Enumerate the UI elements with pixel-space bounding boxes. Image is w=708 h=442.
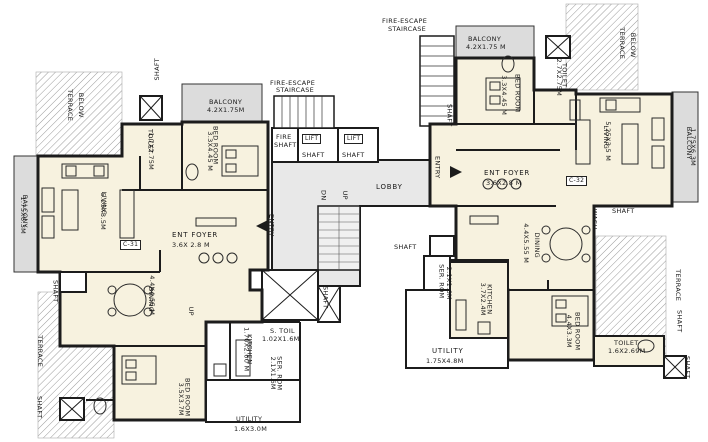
label-ser-room-2-dim: 2.1X1.6M (444, 266, 453, 300)
label-c31: C-31 (120, 240, 142, 250)
label-ent-foyer-2-dim: 3.6X2.8 M (486, 179, 522, 187)
label-shaft-7: SHAFT (394, 243, 417, 251)
lift-shaft-1 (297, 127, 339, 163)
fire-escape-stair-left (273, 95, 335, 129)
label-lift-shaft-1b: SHAFT (302, 151, 325, 159)
label-shaft-2: SHAFT (51, 279, 60, 303)
label-dining-2: DINING (532, 232, 541, 258)
label-shaft-8: SHAFT (675, 309, 684, 333)
label-bed-2-dim: 3.5X3.7M (176, 382, 185, 416)
label-kitchen-2: KITCHEN (485, 284, 494, 315)
label-lift-shaft-2: LIFT (344, 134, 364, 144)
balcony-left (13, 155, 39, 273)
label-c32: C-32 (566, 176, 588, 186)
label-shaft-9: SHAFT (683, 355, 692, 379)
label-entry-2: ENTRY (433, 155, 442, 179)
label-ent-foyer-1: ENT FOYER (172, 231, 219, 239)
terrace-below-right (565, 3, 639, 91)
label-terrace-below-right-b: BELOW (628, 32, 637, 58)
label-ser-room-1-dim: 2.1X1.6M (268, 356, 277, 390)
label-s-toil: S. TOIL (270, 327, 295, 335)
label-balcony-left-dim: 1.75X6.3M (19, 196, 28, 235)
terrace-below-left (35, 71, 123, 161)
label-lift-shaft-1: LIFT (302, 134, 322, 144)
label-balcony-right-top: BALCONY (468, 35, 502, 43)
lift-shaft-2 (337, 127, 379, 163)
label-balcony-right-dim: 1.75X6.3M (689, 128, 698, 167)
label-fire-escape-left-b: STAIRCASE (276, 86, 315, 94)
label-up-2: UP (186, 306, 195, 316)
label-bed-1-dim: 3.3X4.45 M (206, 131, 215, 172)
label-entry-1: ENTRY (267, 213, 276, 237)
label-fire-escape-left: FIRE-ESCAPE (270, 79, 316, 87)
label-shaft-4: SHAFT (321, 285, 330, 309)
label-fire-shaft-b: SHAFT (274, 141, 297, 149)
label-ent-foyer-1-dim: 3.6X 2.8 M (172, 241, 210, 249)
label-up-1: UP (340, 190, 349, 200)
label-toilet-3: TOILET (614, 339, 639, 347)
label-balcony-left-top: BALCONY (209, 98, 243, 106)
label-dining-2-dim: 4.4X5.55 M (522, 223, 531, 264)
label-ent-foyer-2: ENT FOYER (484, 169, 531, 177)
label-wash: WASH (590, 208, 599, 230)
label-fire-shaft: FIRE (276, 133, 292, 141)
entry-arrow-right (450, 166, 462, 178)
label-shaft-5: SHAFT (445, 103, 454, 127)
label-bed-2: BED ROOM (183, 378, 192, 417)
label-shaft-6: SHAFT (612, 207, 635, 215)
label-kitchen-1-dim: 1.70X2.60 M (242, 327, 251, 372)
label-living-2-dim: 5.25X3.5 M (604, 121, 613, 162)
label-toilet-2-dim: 2.7X2.75M (555, 58, 564, 97)
label-terrace-1: TERRACE (36, 335, 45, 368)
label-s-toil-dim: 1.02X1.6M (262, 335, 300, 343)
label-kitchen-2-dim: 3.7X2.4M (478, 282, 487, 316)
label-utility-2-dim: 1.75X4.8M (426, 357, 464, 365)
label-toilet-3-dim: 1.6X2.69M (608, 347, 646, 355)
label-terrace-below-left-b: BELOW (76, 92, 85, 118)
label-utility-1-dim: 1.6X3.0M (234, 425, 268, 433)
label-fire-escape-right: FIRE-ESCAPE (382, 17, 428, 25)
label-bed-4-dim: 4.4X3.3M (564, 314, 573, 348)
label-bed-3-dim: 3.3X4.45 M (500, 75, 509, 116)
shaft-left-mid (59, 271, 87, 293)
label-living-1-dim: 5.25X3.5M (99, 192, 108, 231)
label-shaft-3: SHAFT (35, 395, 44, 419)
label-dn-1: DN (319, 190, 328, 201)
utility-left-box (205, 379, 301, 423)
label-terrace-below-right: TERRACE (618, 27, 627, 60)
label-toilet-1-dim: 1.7X2.75M (147, 132, 156, 171)
fire-shaft (271, 127, 299, 163)
label-ser-room-1: SER. ROM (275, 356, 284, 391)
fire-escape-stair-right (419, 35, 455, 127)
toilet-right-box (593, 335, 665, 367)
label-terrace-below-left: TERRACE (66, 89, 75, 122)
entry-arrow-left (256, 220, 268, 232)
label-ser-room-2: SER. ROM (437, 264, 446, 299)
label-shaft-1: SHAFT (153, 57, 162, 81)
label-balcony-right-top-dim: 4.2X1.75 M (466, 43, 506, 51)
label-utility-1: UTILITY (236, 415, 263, 423)
label-bed-3: BED ROOM (513, 74, 522, 113)
label-fire-escape-right-b: STAIRCASE (388, 25, 427, 33)
label-bed-4: BED ROOM (573, 312, 582, 351)
label-utility-2: UTILITY (432, 347, 464, 355)
label-terrace-right: TERRACE (674, 269, 683, 302)
label-balcony-left-top-dim: 4.2X1.75M (207, 106, 245, 114)
label-lobby: LOBBY (376, 183, 403, 191)
shaft-right-mid (429, 235, 455, 257)
label-lift-shaft-2b: SHAFT (342, 151, 365, 159)
label-dining-1-dim: 4.4X4.55 M (148, 275, 157, 316)
